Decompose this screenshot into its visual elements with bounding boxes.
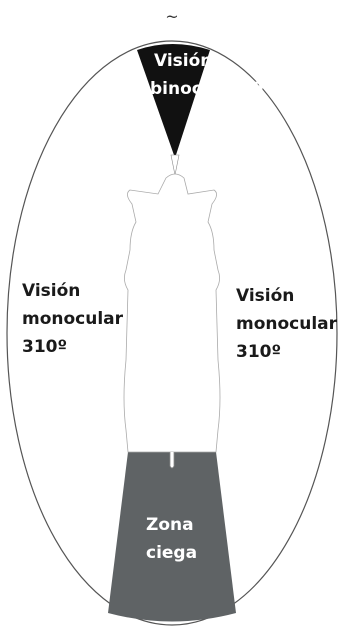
animal-tail: [170, 452, 174, 468]
monocular-right-line1: Visión: [236, 286, 294, 306]
binocular-label-line1: Visión: [154, 51, 212, 71]
top-glyph: ~: [165, 7, 178, 26]
monocular-left-line1: Visión: [22, 281, 80, 301]
blind-zone-line2: ciega: [146, 543, 197, 563]
animal-body: [124, 174, 220, 452]
monocular-left-line2: monocular: [22, 309, 124, 329]
monocular-right-line2: monocular: [236, 314, 338, 334]
binocular-label-line2: binocular30 a 50º: [150, 79, 320, 99]
animal-silhouette: [124, 174, 220, 468]
monocular-right-line3: 310º: [236, 342, 281, 362]
blind-zone-region: [108, 452, 236, 622]
monocular-left-line3: 310º: [22, 337, 67, 357]
blind-zone-line1: Zona: [146, 515, 194, 535]
